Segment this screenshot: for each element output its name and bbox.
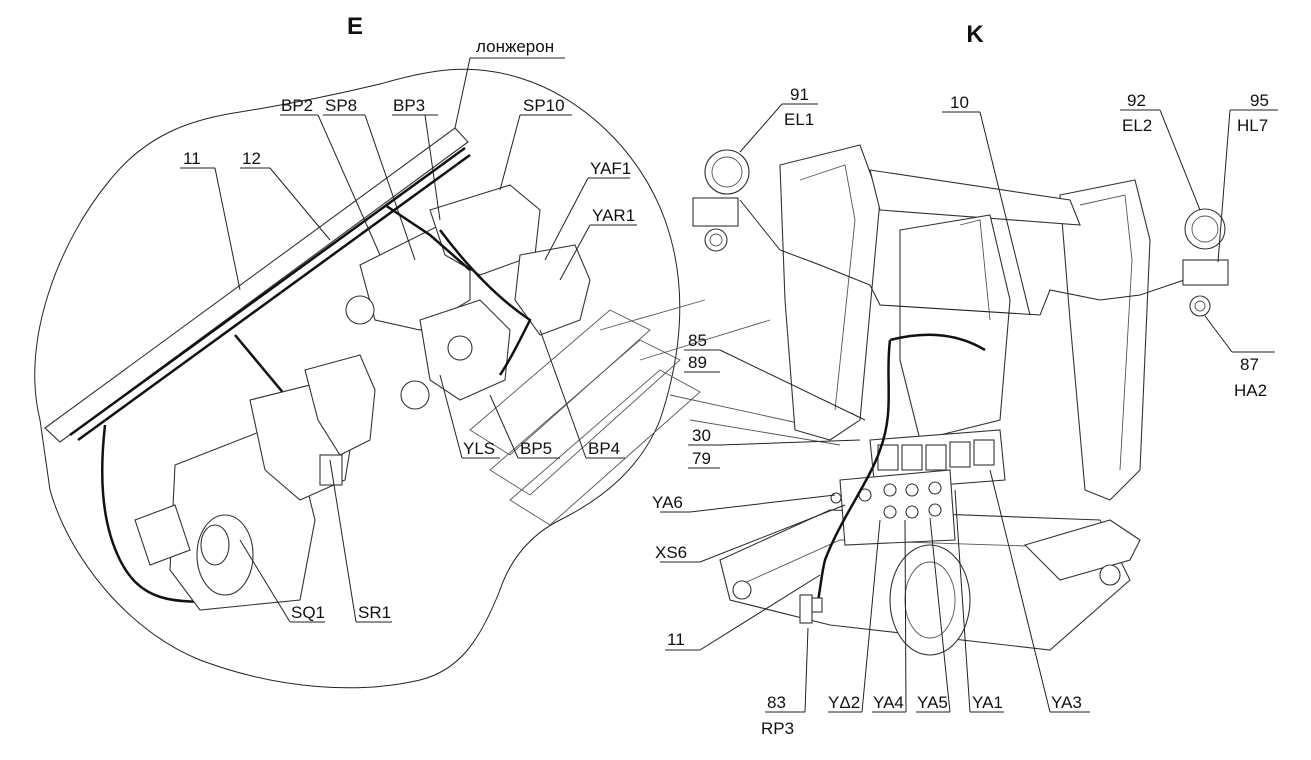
label-ya1: YA1 bbox=[972, 693, 1003, 712]
label-yar1: YAR1 bbox=[592, 206, 635, 225]
label-83: 83 bbox=[767, 693, 786, 712]
label-95: 95 bbox=[1250, 91, 1269, 110]
transfer-shadow bbox=[469, 299, 841, 526]
sensor-rp3 bbox=[799, 594, 813, 624]
upper-pump-assembly bbox=[345, 184, 591, 410]
valve-block bbox=[830, 429, 1006, 546]
label-bp3: BP3 bbox=[393, 96, 425, 115]
longeron-beam bbox=[44, 127, 471, 443]
label-sq1: SQ1 bbox=[291, 603, 325, 622]
label-11: 11 bbox=[183, 149, 201, 168]
harness-cable-right bbox=[813, 339, 892, 611]
label-el2: EL2 bbox=[1122, 116, 1152, 135]
label-ya5: YA5 bbox=[917, 693, 948, 712]
harness-top-run bbox=[739, 199, 1191, 316]
label-85: 85 bbox=[688, 331, 707, 350]
detail-outline bbox=[34, 68, 681, 689]
label-10: 10 bbox=[950, 93, 969, 112]
label-91: 91 bbox=[790, 85, 809, 104]
label-89: 89 bbox=[688, 353, 707, 372]
frame-structure bbox=[719, 144, 1151, 656]
label-11-right: 11 bbox=[667, 630, 685, 649]
leaders-left bbox=[180, 57, 637, 623]
label-bp2: BP2 bbox=[281, 96, 313, 115]
label-hl7: HL7 bbox=[1237, 116, 1268, 135]
label-el1: EL1 bbox=[784, 110, 814, 129]
label-yd2: YΔ2 bbox=[828, 693, 860, 712]
label-rp3: RP3 bbox=[761, 719, 794, 738]
view-label-e: E bbox=[347, 13, 363, 40]
label-ya6: YA6 bbox=[652, 493, 683, 512]
lower-drive-unit bbox=[134, 354, 376, 611]
label-longeron: лонжерон bbox=[476, 37, 554, 56]
label-92: 92 bbox=[1127, 91, 1146, 110]
leaders-right bbox=[660, 103, 1278, 713]
label-yaf1: YAF1 bbox=[590, 159, 631, 178]
lamp-el2 bbox=[1182, 208, 1229, 317]
label-bp4: BP4 bbox=[588, 439, 620, 458]
label-bp5: BP5 bbox=[520, 439, 552, 458]
label-ha2: HA2 bbox=[1234, 381, 1267, 400]
label-ya3: YA3 bbox=[1051, 693, 1082, 712]
label-sr1: SR1 bbox=[358, 603, 391, 622]
harness-cable-right-2 bbox=[889, 333, 986, 352]
lamp-el1 bbox=[692, 149, 750, 252]
label-yls: YLS bbox=[463, 439, 495, 458]
view-label-k: K bbox=[966, 21, 984, 48]
label-sp10: SP10 bbox=[523, 96, 565, 115]
label-79: 79 bbox=[692, 449, 711, 468]
label-12: 12 bbox=[242, 149, 261, 168]
sensor-rp3-plug bbox=[811, 597, 823, 613]
label-ya4: YA4 bbox=[873, 693, 904, 712]
label-sp8: SP8 bbox=[325, 96, 357, 115]
label-87: 87 bbox=[1240, 355, 1259, 374]
label-xs6: XS6 bbox=[655, 543, 687, 562]
label-30: 30 bbox=[692, 426, 711, 445]
